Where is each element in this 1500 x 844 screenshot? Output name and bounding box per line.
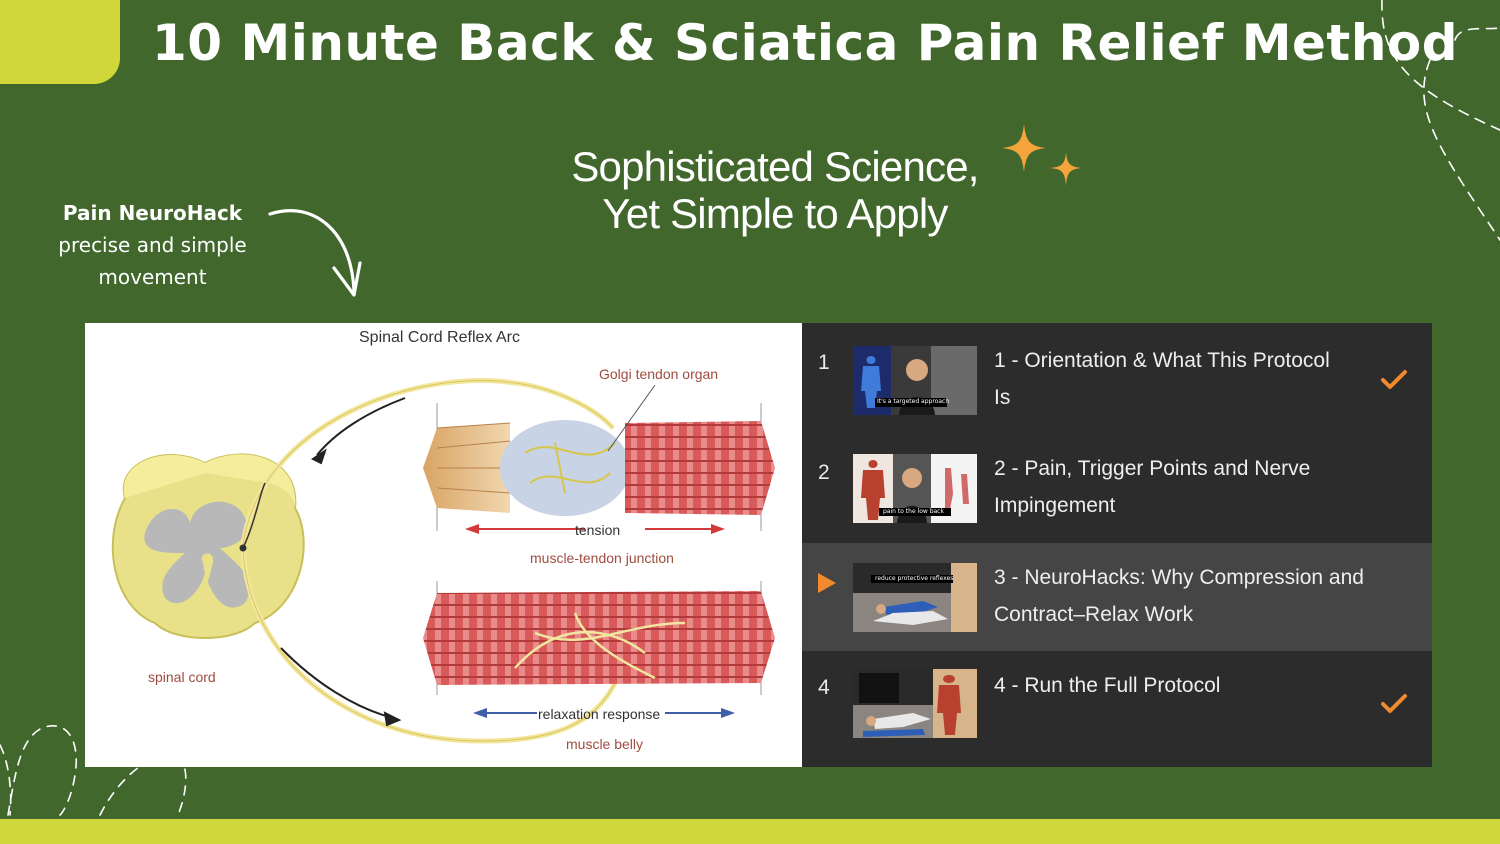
page-title: 10 Minute Back & Sciatica Pain Relief Me… — [152, 14, 1459, 72]
item-number: 1 — [818, 351, 830, 374]
corner-accent — [0, 0, 120, 84]
diagram-illustration — [111, 378, 775, 744]
side-note-line-2: movement — [98, 265, 207, 289]
reflex-arc-diagram: Spinal Cord Reflex Arc Golgi tendon orga… — [85, 323, 802, 767]
junction-label: muscle-tendon junction — [530, 550, 674, 566]
curved-arrow-icon — [268, 209, 362, 297]
spinal-cord-shape — [111, 453, 305, 639]
video-title[interactable]: 3 - NeuroHacks: Why Compression and Cont… — [994, 559, 1414, 633]
side-note-heading: Pain NeuroHack — [62, 201, 243, 225]
subtitle-line-1: Sophisticated Science, — [571, 143, 979, 190]
relaxation-label: relaxation response — [538, 706, 661, 722]
video-title-line-2: Is — [994, 386, 1011, 409]
video-thumbnail[interactable]: reduce protective reflexes — [853, 563, 977, 632]
video-thumbnail[interactable]: pain to the low back — [853, 454, 977, 523]
video-title[interactable]: 2 - Pain, Trigger Points and Nerve Impin… — [994, 450, 1394, 524]
spinal-cord-label: spinal cord — [148, 669, 216, 685]
thumbnail-caption: pain to the low back — [883, 508, 944, 515]
thumbnail-caption: reduce protective reflexes — [875, 575, 954, 582]
check-icon — [1381, 694, 1407, 713]
playlist-item-4[interactable]: 4 4 - Run the Full Protocol — [802, 651, 1432, 759]
playlist-item-3[interactable]: reduce protective reflexes 3 - NeuroHack… — [802, 543, 1432, 651]
video-thumbnail[interactable]: It's a targeted approach — [853, 346, 977, 415]
subtitle: Sophisticated Science, Yet Simple to App… — [520, 143, 1030, 237]
thumbnail-caption: It's a targeted approach — [877, 398, 950, 405]
video-title-line-1: 2 - Pain, Trigger Points and Nerve — [994, 457, 1311, 480]
item-number: 4 — [818, 676, 830, 699]
subtitle-line-2: Yet Simple to Apply — [602, 190, 948, 237]
side-note: Pain NeuroHack precise and simple moveme… — [40, 197, 265, 293]
golgi-label: Golgi tendon organ — [599, 366, 719, 382]
course-playlist: 1 It's a targeted approach 1 - Orientati… — [802, 323, 1432, 767]
play-icon — [818, 573, 836, 593]
video-thumbnail[interactable] — [853, 669, 977, 738]
check-icon — [1381, 370, 1407, 389]
item-number: 2 — [818, 461, 830, 484]
video-title-line-2: Contract–Relax Work — [994, 603, 1194, 626]
video-title-line-1: 4 - Run the Full Protocol — [994, 674, 1221, 697]
tension-label: tension — [575, 522, 621, 538]
video-title-line-1: 3 - NeuroHacks: Why Compression and — [994, 566, 1364, 589]
side-note-line-1: precise and simple — [58, 233, 247, 257]
video-title[interactable]: 4 - Run the Full Protocol — [994, 667, 1394, 704]
diagram-title: Spinal Cord Reflex Arc — [359, 329, 520, 346]
playlist-item-2[interactable]: 2 pain to the low back 2 - Pain, Trigger… — [802, 431, 1432, 539]
muscle-belly-label: muscle belly — [566, 736, 644, 752]
video-title[interactable]: 1 - Orientation & What This Protocol Is — [994, 342, 1394, 416]
video-title-line-1: 1 - Orientation & What This Protocol — [994, 349, 1330, 372]
video-title-line-2: Impingement — [994, 494, 1116, 517]
playlist-item-1[interactable]: 1 It's a targeted approach 1 - Orientati… — [802, 323, 1432, 431]
bottom-accent-bar — [0, 819, 1500, 844]
